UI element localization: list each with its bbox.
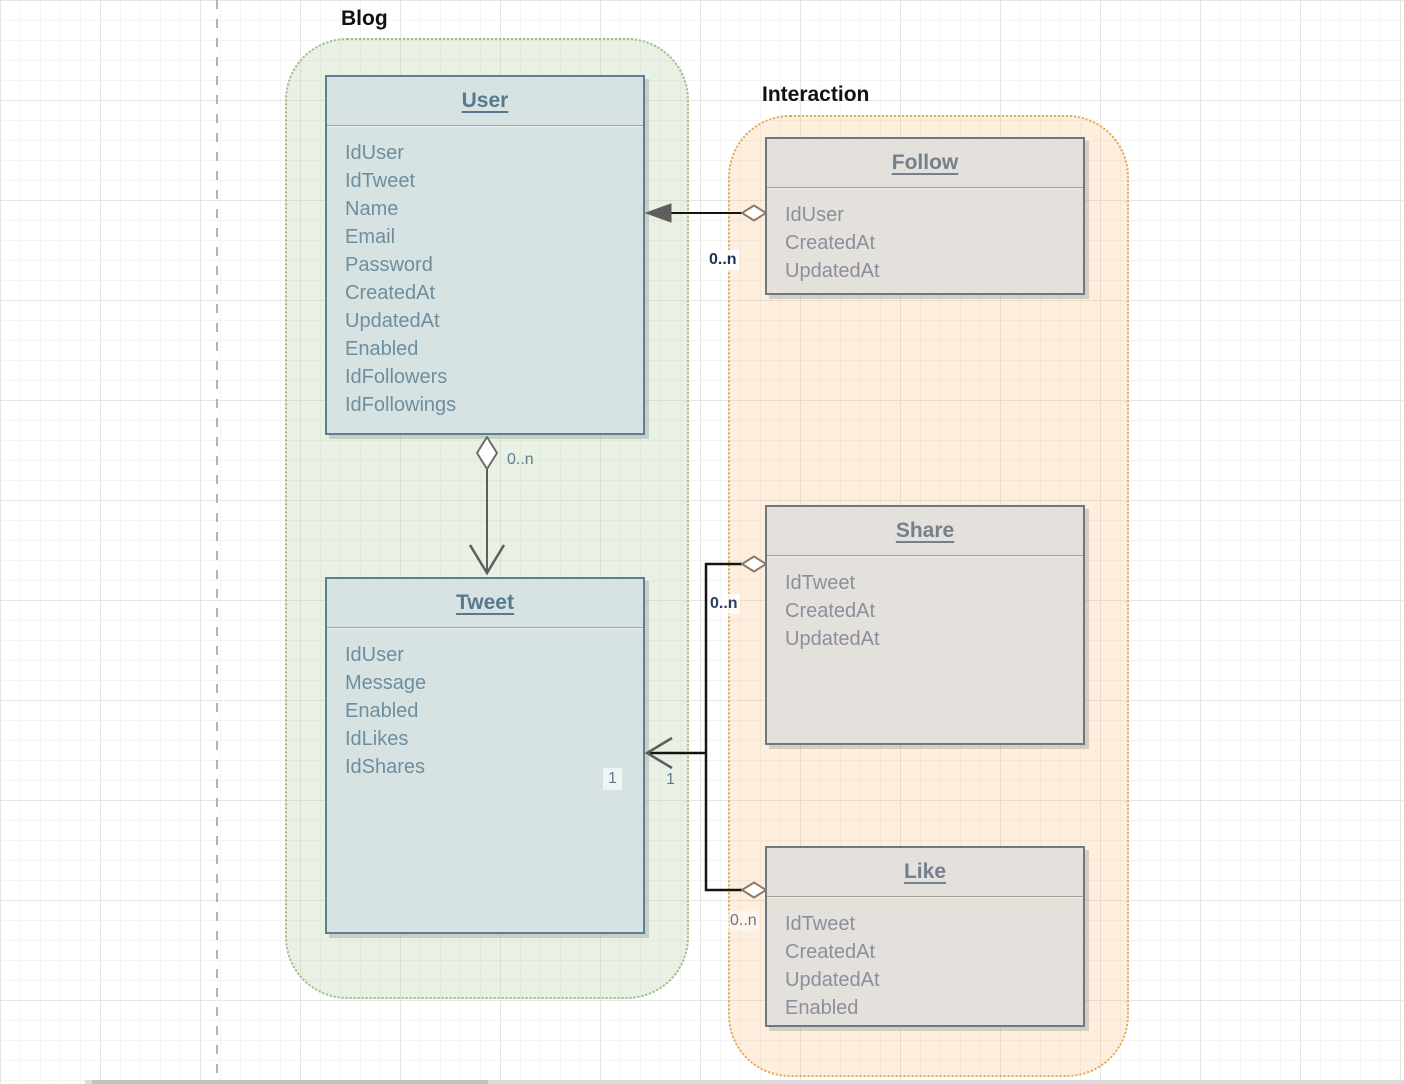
entity-share-title: Share xyxy=(767,507,1083,556)
entity-like-title: Like xyxy=(767,848,1083,897)
entity-field: CreatedAt xyxy=(785,941,876,963)
entity-field: Email xyxy=(345,226,396,248)
interaction-group-label: Interaction xyxy=(762,83,870,106)
entity-field: IdFollowers xyxy=(345,366,448,388)
multiplicity-follow-user[interactable]: 0..n xyxy=(707,250,739,270)
entity-field: Name xyxy=(345,198,399,220)
entity-field: IdLikes xyxy=(345,728,409,750)
entity-field: IdUser xyxy=(345,142,404,164)
entity-field: IdUser xyxy=(345,644,404,666)
entity-follow-title: Follow xyxy=(767,139,1083,188)
entity-field: Password xyxy=(345,254,433,276)
entity-field: UpdatedAt xyxy=(345,310,440,332)
entity-field: IdFollowings xyxy=(345,394,457,416)
entity-field: UpdatedAt xyxy=(785,969,880,991)
entity-field: CreatedAt xyxy=(785,232,876,254)
blog-group-label: Blog xyxy=(341,7,388,30)
entity-field: UpdatedAt xyxy=(785,628,880,650)
multiplicity-share-tweet[interactable]: 0..n xyxy=(708,594,740,614)
entity-field: IdTweet xyxy=(785,913,856,935)
entity-field: IdUser xyxy=(785,204,844,226)
entity-field: IdShares xyxy=(345,756,426,778)
entity-field: Message xyxy=(345,672,427,694)
multiplicity-like-tweet[interactable]: 0..n xyxy=(728,911,759,931)
entity-field: Enabled xyxy=(785,997,859,1019)
multiplicity-tweet-inner[interactable]: 1 xyxy=(603,768,622,790)
entity-field: Enabled xyxy=(345,338,419,360)
entity-field: CreatedAt xyxy=(785,600,876,622)
entity-field: UpdatedAt xyxy=(785,260,880,282)
multiplicity-user-tweet[interactable]: 0..n xyxy=(507,451,534,468)
entity-user-title: User xyxy=(327,77,643,126)
multiplicity-tweet-outer[interactable]: 1 xyxy=(666,771,675,788)
horizontal-scrollbar-thumb[interactable] xyxy=(92,1080,488,1084)
horizontal-scrollbar[interactable] xyxy=(85,1080,1404,1084)
entity-field: CreatedAt xyxy=(345,282,436,304)
page-guide-dashed-line xyxy=(216,0,218,1084)
entity-tweet-title: Tweet xyxy=(327,579,643,628)
entity-field: IdTweet xyxy=(785,572,856,594)
entity-field: IdTweet xyxy=(345,170,416,192)
entity-field: Enabled xyxy=(345,700,419,722)
